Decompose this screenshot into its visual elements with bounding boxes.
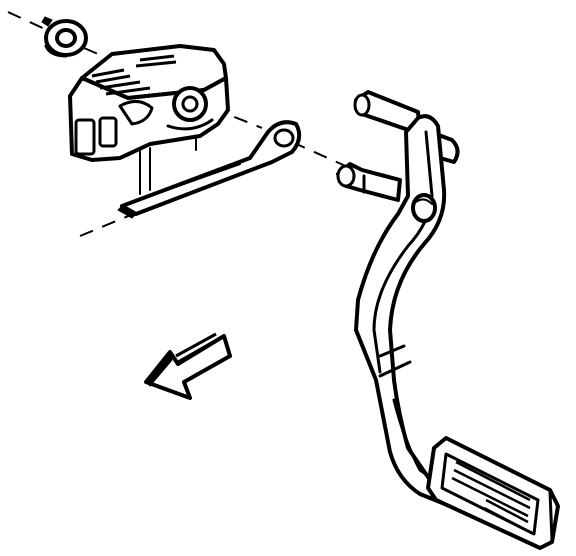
pedal-pad [426,436,560,550]
pedal-position-sensor [68,44,230,195]
accelerator-pedal-arm [353,90,460,508]
retaining-nut [41,16,88,58]
direction-arrow [144,332,232,400]
sensor-actuator-arm [117,120,302,219]
pivot-pin [336,162,402,202]
